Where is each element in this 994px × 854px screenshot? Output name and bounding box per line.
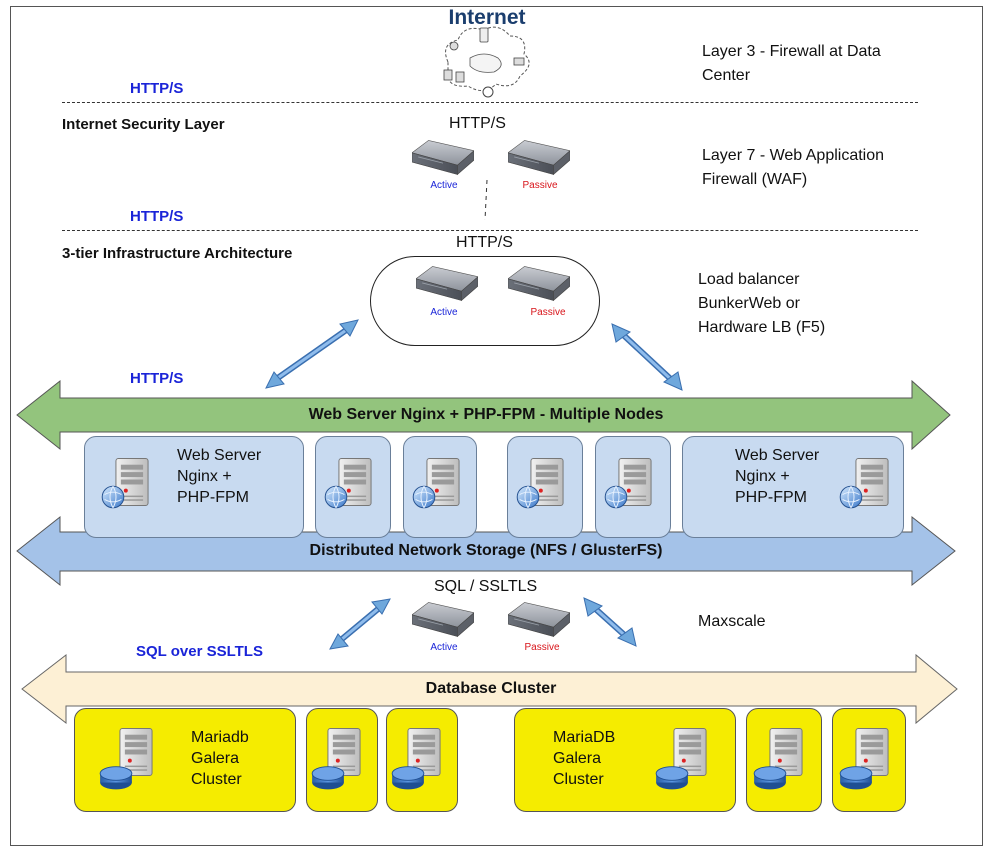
- lb-protocol-label: HTTP/S: [456, 234, 513, 251]
- maxscale-left-arrow: [329, 598, 391, 650]
- lb-left-arrow: [265, 319, 359, 389]
- lb-passive-server-icon: [508, 266, 570, 304]
- waf-passive-label: Passive: [522, 180, 558, 191]
- db-node-right-line1: MariaDB: [553, 729, 616, 746]
- maxscale-passive-server-icon: [508, 602, 570, 640]
- db-node-right-text: MariaDB Galera Cluster: [553, 727, 615, 790]
- web-globe-icon: [101, 485, 125, 509]
- web-node-left-text: Web Server Nginx + PHP-FPM: [177, 445, 261, 508]
- web-node-left-line3: PHP-FPM: [177, 489, 249, 506]
- note-lb-line2: BunkerWeb or: [698, 295, 800, 312]
- http-label-top: HTTP/S: [130, 80, 184, 97]
- db-node-left-line1: Mariadb: [191, 729, 249, 746]
- maxscale-right-arrow: [583, 597, 637, 647]
- web-globe-icon: [839, 485, 863, 509]
- waf-lb-connector: [484, 179, 488, 221]
- note-layer7-line2: Firewall (WAF): [702, 171, 808, 188]
- web-globe-icon: [516, 485, 540, 509]
- note-lb-line1: Load balancer: [698, 271, 800, 288]
- section-security-layer: Internet Security Layer: [62, 116, 225, 133]
- section-three-tier: 3-tier Infrastructure Architecture: [62, 245, 293, 262]
- database-band-label: Database Cluster: [425, 680, 557, 697]
- web-node-main-left: Web Server Nginx + PHP-FPM: [84, 436, 304, 538]
- http-label-web: HTTP/S: [130, 370, 184, 387]
- note-layer3-line2: Center: [702, 67, 751, 84]
- database-icon: [311, 765, 345, 791]
- web-node-right-text: Web Server Nginx + PHP-FPM: [735, 445, 819, 508]
- internet-cloud-icon: [443, 26, 530, 98]
- db-node-small-3: [746, 708, 822, 812]
- diagram-frame: [10, 6, 983, 846]
- sql-protocol-label: SQL / SSLTLS: [434, 578, 538, 595]
- note-layer7: Layer 7 - Web Application Firewall (WAF): [702, 144, 884, 192]
- database-icon: [753, 765, 787, 791]
- web-node-small-4: [595, 436, 671, 538]
- db-node-main-right: MariaDB Galera Cluster: [514, 708, 736, 812]
- lb-active-label: Active: [430, 307, 458, 318]
- note-layer3: Layer 3 - Firewall at Data Center: [702, 40, 881, 88]
- db-node-main-left: Mariadb Galera Cluster: [74, 708, 296, 812]
- web-node-left-line2: Nginx +: [177, 468, 232, 485]
- web-node-left-line1: Web Server: [177, 447, 262, 464]
- note-lb-line3: Hardware LB (F5): [698, 319, 826, 336]
- web-node-right-line1: Web Server: [735, 447, 820, 464]
- maxscale-passive-label: Passive: [524, 642, 560, 653]
- storage-band-label: Distributed Network Storage (NFS / Glust…: [309, 542, 663, 559]
- web-node-main-right: Web Server Nginx + PHP-FPM: [682, 436, 904, 538]
- sql-over-ssltls-label: SQL over SSLTLS: [136, 643, 263, 660]
- separator-security: [62, 230, 918, 231]
- db-node-right-line3: Cluster: [553, 771, 604, 788]
- database-icon: [99, 765, 133, 791]
- waf-active-server-icon: [412, 140, 474, 178]
- separator-top: [62, 102, 918, 103]
- web-globe-icon: [324, 485, 348, 509]
- web-node-right-line3: PHP-FPM: [735, 489, 807, 506]
- load-balancer-group: [370, 256, 600, 346]
- web-band-label: Web Server Nginx + PHP-FPM - Multiple No…: [308, 406, 664, 423]
- db-node-left-line3: Cluster: [191, 771, 242, 788]
- db-node-left-line2: Galera: [191, 750, 240, 767]
- lb-active-server-icon: [416, 266, 478, 304]
- waf-passive-server-icon: [508, 140, 570, 178]
- note-layer3-line1: Layer 3 - Firewall at Data: [702, 43, 881, 60]
- db-node-right-line2: Galera: [553, 750, 602, 767]
- db-node-small-4: [832, 708, 906, 812]
- http-label-security: HTTP/S: [130, 208, 184, 225]
- note-load-balancer: Load balancer BunkerWeb or Hardware LB (…: [698, 268, 825, 340]
- maxscale-active-server-icon: [412, 602, 474, 640]
- maxscale-active-label: Active: [430, 642, 458, 653]
- database-band: [21, 653, 958, 725]
- web-node-right-line2: Nginx +: [735, 468, 790, 485]
- db-node-small-1: [306, 708, 378, 812]
- lb-passive-label: Passive: [530, 307, 566, 318]
- waf-active-label: Active: [430, 180, 458, 191]
- db-node-left-text: Mariadb Galera Cluster: [191, 727, 249, 790]
- waf-protocol-label: HTTP/S: [449, 115, 506, 132]
- database-icon: [839, 765, 873, 791]
- note-layer7-line1: Layer 7 - Web Application: [702, 147, 885, 164]
- note-maxscale: Maxscale: [698, 613, 766, 630]
- web-node-small-3: [507, 436, 583, 538]
- web-band: [16, 379, 951, 451]
- lb-right-arrow: [611, 323, 683, 391]
- database-icon: [655, 765, 689, 791]
- database-icon: [391, 765, 425, 791]
- web-node-small-2: [403, 436, 477, 538]
- web-globe-icon: [604, 485, 628, 509]
- db-node-small-2: [386, 708, 458, 812]
- web-node-small-1: [315, 436, 391, 538]
- internet-title: Internet: [448, 6, 526, 29]
- web-globe-icon: [412, 485, 436, 509]
